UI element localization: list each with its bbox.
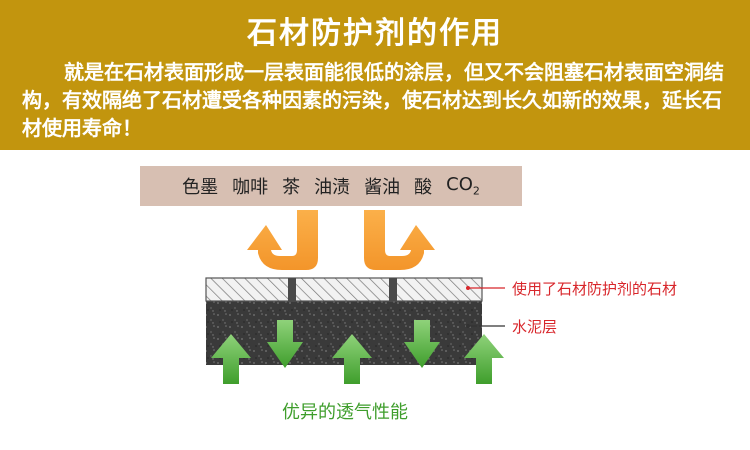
leader-dot-cement: [466, 324, 470, 328]
orange-deflect-arrow-right: [364, 210, 435, 270]
pollutant-oil: 油渍: [314, 177, 351, 198]
caption-breathability: 优异的透气性能: [282, 402, 408, 423]
green-up-arrow-1: [211, 334, 251, 384]
green-down-arrow-2: [404, 320, 440, 368]
pollutant-soy-sauce: 酱油: [364, 177, 401, 198]
pollutant-co2: CO2: [446, 174, 480, 198]
green-down-arrow-1: [267, 320, 303, 368]
pollutant-coffee: 咖啡: [232, 177, 269, 198]
pollutant-acid: 酸: [414, 177, 433, 198]
leader-dot-treated: [466, 286, 470, 290]
pollutant-tea: 茶: [282, 177, 301, 198]
description-text: 就是在石材表面形成一层表面能很低的涂层，但又不会阻塞石材表面空洞结构，有效隔绝了…: [22, 60, 724, 140]
green-up-arrow-3: [464, 334, 504, 384]
orange-deflect-arrow-left: [247, 210, 318, 270]
pollutant-bar: 色墨 咖啡 茶 油渍 酱油 酸 CO2: [140, 166, 522, 206]
label-treated-stone: 使用了石材防护剂的石材: [512, 280, 678, 298]
header-banner: 石材防护剂的作用 就是在石材表面形成一层表面能很低的涂层，但又不会阻塞石材表面空…: [0, 0, 750, 150]
label-cement-layer: 水泥层: [512, 318, 558, 336]
co2-subscript: 2: [472, 184, 480, 198]
green-up-arrow-2: [332, 334, 372, 384]
stone-pore-left: [288, 278, 296, 301]
stone-slab: [205, 277, 483, 302]
page-title: 石材防护剂的作用: [247, 16, 503, 51]
stone-pore-right: [389, 278, 397, 301]
pollutant-ink: 色墨: [182, 177, 219, 198]
co2-main: CO: [446, 174, 473, 196]
